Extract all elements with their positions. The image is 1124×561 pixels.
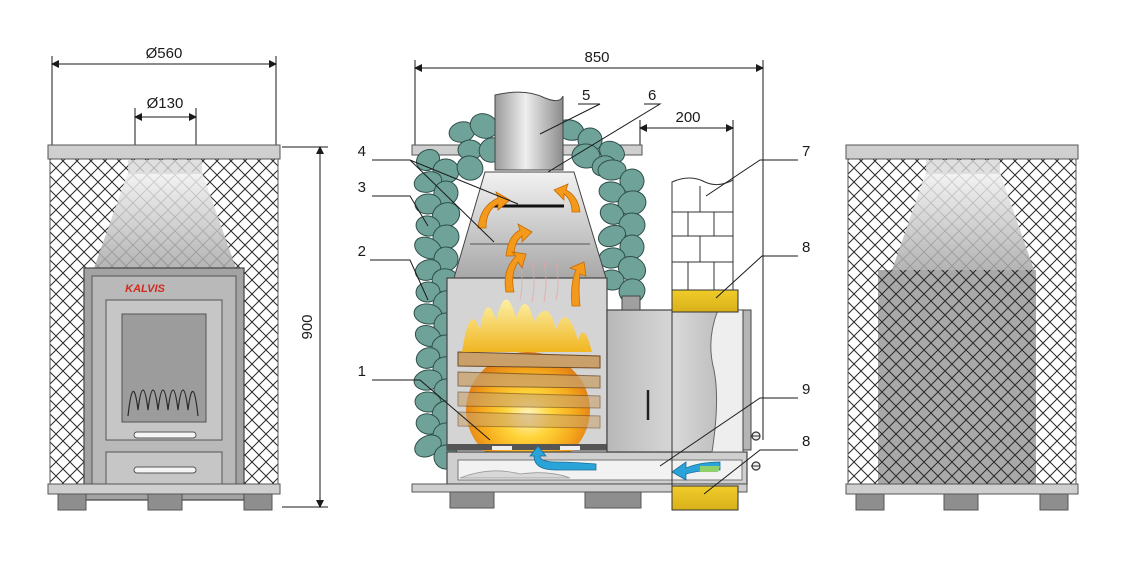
outer-diameter-label: Ø560 xyxy=(146,45,183,62)
flame-sketch xyxy=(127,389,199,417)
ash xyxy=(459,470,571,479)
wall-cutaway xyxy=(710,309,744,453)
callout-1: 1 xyxy=(358,363,366,380)
door-glass xyxy=(121,313,207,423)
callout-leaders xyxy=(370,103,798,495)
heat-streaks xyxy=(519,261,559,303)
callout-5: 5 xyxy=(582,87,590,104)
rear-vent xyxy=(621,295,641,311)
drawer-handle xyxy=(133,466,197,474)
rear-panel xyxy=(742,309,752,451)
insulation-lower xyxy=(671,485,739,511)
rear-view xyxy=(845,144,1079,511)
door-handle xyxy=(133,431,197,439)
rear-base-plate xyxy=(845,483,1079,495)
chimney-pipe xyxy=(494,91,564,171)
callout-9: 9 xyxy=(802,381,810,398)
callout-6: 6 xyxy=(648,87,656,104)
depth-label: 850 xyxy=(584,49,609,66)
foot-left xyxy=(57,493,87,511)
rear-lower-chamber xyxy=(878,270,1036,484)
callout-numbers: 1 2 3 4 5 6 7 8 9 8 xyxy=(358,87,811,450)
rear-top-cap xyxy=(845,144,1079,160)
section-view: 850 200 xyxy=(358,49,811,511)
base-plate xyxy=(47,483,281,495)
height-label: 900 xyxy=(299,314,316,339)
callout-4: 4 xyxy=(358,143,366,160)
stone xyxy=(617,256,647,282)
callout-7: 7 xyxy=(802,143,810,160)
callout-8-lower: 8 xyxy=(802,433,810,450)
foot-middle xyxy=(147,493,183,511)
callout-8-upper: 8 xyxy=(802,239,810,256)
stone xyxy=(456,155,484,181)
wall-gap-label: 200 xyxy=(675,109,700,126)
flames xyxy=(462,299,592,352)
cold-air-arrows xyxy=(529,445,721,481)
callout-2: 2 xyxy=(358,243,366,260)
stone xyxy=(597,224,627,248)
stone xyxy=(597,159,627,181)
top-cap xyxy=(47,144,281,160)
grate xyxy=(447,444,607,450)
rear-inner-cone xyxy=(892,172,1034,270)
flue-diameter-label: Ø130 xyxy=(147,95,184,112)
firewood xyxy=(457,351,601,429)
front-view: Ø560 Ø130 KALVIS 900 xyxy=(47,45,328,511)
inner-cone xyxy=(94,172,236,268)
stone xyxy=(413,171,443,193)
fire-glow xyxy=(466,352,590,468)
callout-3: 3 xyxy=(358,179,366,196)
foot-right xyxy=(243,493,273,511)
section-base xyxy=(411,483,748,493)
insulation-upper xyxy=(671,289,739,313)
stone xyxy=(413,369,443,391)
stone xyxy=(414,434,442,458)
brick-wall xyxy=(671,177,739,511)
sauna-stones xyxy=(413,113,647,470)
brand-logo: KALVIS xyxy=(125,283,165,295)
hot-air-arrows xyxy=(477,183,587,307)
